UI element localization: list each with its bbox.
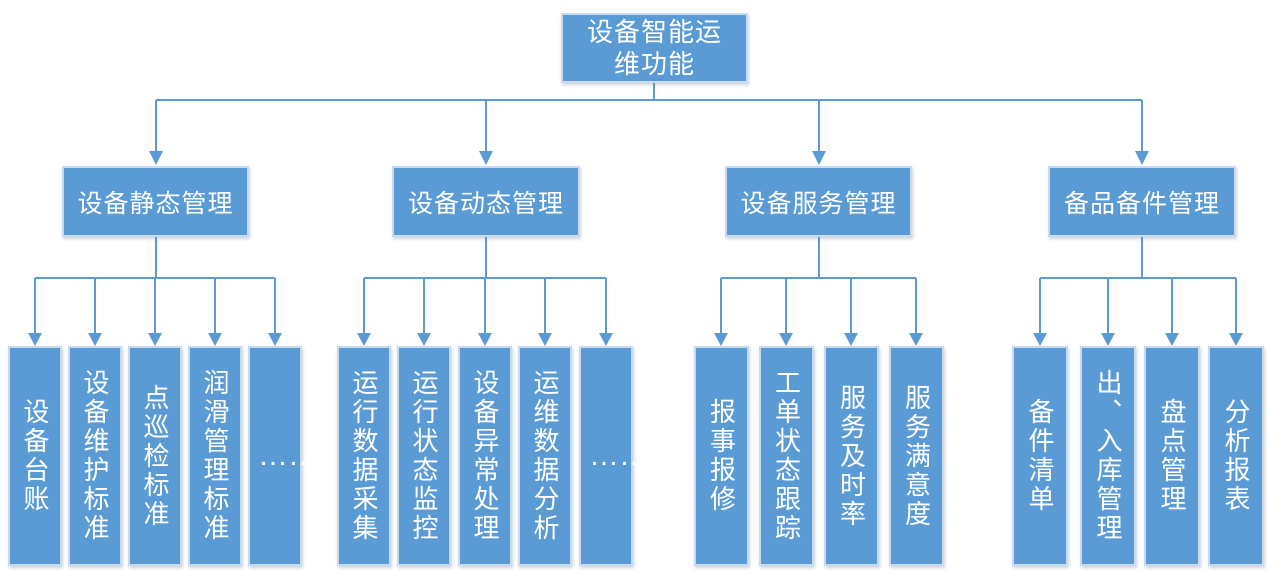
arrowhead-down-icon <box>479 151 493 165</box>
arrowhead-down-icon <box>417 333 431 346</box>
node-leaf-spare-parts-list: 备件清单 <box>1012 346 1068 566</box>
node-leaf-label: 运维数据分析 <box>530 369 560 543</box>
node-branch-label: 设备静态管理 <box>77 189 234 218</box>
node-leaf-inbound-outbound-mgmt: 出、入库管理 <box>1080 346 1136 566</box>
node-leaf-work-order-tracking: 工单状态跟踪 <box>759 346 814 566</box>
node-leaf-label: 运行状态监控 <box>409 369 439 543</box>
arrowhead-down-icon <box>28 333 42 346</box>
node-leaf-label: 备件清单 <box>1025 398 1055 514</box>
connector-root-to-branches <box>149 83 1149 165</box>
arrowhead-down-icon <box>779 333 793 346</box>
arrowhead-down-icon <box>149 151 163 165</box>
node-leaf-incident-repair-report: 报事报修 <box>694 346 749 566</box>
node-leaf-label: 出、入库管理 <box>1093 369 1123 543</box>
node-branch-dynamic-mgmt: 设备动态管理 <box>392 166 580 237</box>
node-branch-static-mgmt: 设备静态管理 <box>62 166 249 237</box>
node-root-label-line2: 维功能 <box>613 49 695 79</box>
node-leaf-equipment-exception-handling: 设备异常处理 <box>458 346 512 566</box>
arrowhead-down-icon <box>812 151 826 165</box>
node-leaf-om-data-analysis: 运维数据分析 <box>518 346 572 566</box>
node-leaf-label: 报事报修 <box>706 398 737 514</box>
node-leaf-label: …… <box>258 438 318 472</box>
node-leaf-label: 点巡检标准 <box>140 383 170 529</box>
arrowhead-down-icon <box>208 333 222 346</box>
node-leaf-label: 设备维护标准 <box>80 369 110 543</box>
node-leaf-label: 工单状态跟踪 <box>771 369 802 543</box>
node-leaf-label: 盘点管理 <box>1157 398 1187 514</box>
node-leaf-maintenance-standard: 设备维护标准 <box>68 346 122 566</box>
arrowhead-down-icon <box>844 333 858 346</box>
connector-branch2-to-leaves <box>357 237 613 346</box>
node-branch-spare-parts-mgmt: 备品备件管理 <box>1048 166 1236 237</box>
node-leaf-label: …… <box>589 438 649 472</box>
arrowhead-down-icon <box>268 333 282 346</box>
node-leaf-label: 运行数据采集 <box>349 369 379 543</box>
node-branch-label: 设备服务管理 <box>740 189 897 218</box>
arrowhead-down-icon <box>538 333 552 346</box>
arrowhead-down-icon <box>599 333 613 346</box>
node-leaf-more-static: …… <box>248 346 318 566</box>
node-branch-service-mgmt: 设备服务管理 <box>725 166 912 237</box>
node-leaf-label: 分析报表 <box>1221 398 1251 514</box>
connector-branch3-to-leaves <box>714 237 923 346</box>
node-branch-label: 设备动态管理 <box>407 189 564 218</box>
connector-branch1-to-leaves <box>28 237 282 346</box>
node-leaf-stocktaking-mgmt: 盘点管理 <box>1144 346 1200 566</box>
node-leaf-lubrication-standard: 润滑管理标准 <box>188 346 242 566</box>
arrowhead-down-icon <box>88 333 102 346</box>
node-leaf-inspection-standard: 点巡检标准 <box>128 346 182 566</box>
arrowhead-down-icon <box>1101 333 1115 346</box>
node-branch-label: 备品备件管理 <box>1063 189 1220 218</box>
arrowhead-down-icon <box>1165 333 1179 346</box>
node-root: 设备智能运维功能 <box>561 13 748 83</box>
arrowhead-down-icon <box>357 333 371 346</box>
node-leaf-label: 设备异常处理 <box>470 369 500 543</box>
node-root-label-line1: 设备智能运 <box>586 16 722 47</box>
node-leaf-label: 润滑管理标准 <box>200 369 230 543</box>
node-leaf-analysis-report: 分析报表 <box>1208 346 1264 566</box>
arrowhead-down-icon <box>1229 333 1243 346</box>
arrowhead-down-icon <box>909 333 923 346</box>
arrowhead-down-icon <box>478 333 492 346</box>
connector-branch4-to-leaves <box>1033 237 1243 346</box>
arrowhead-down-icon <box>1135 151 1149 165</box>
node-leaf-operation-data-collection: 运行数据采集 <box>337 346 391 566</box>
node-leaf-operation-status-monitoring: 运行状态监控 <box>397 346 451 566</box>
arrowhead-down-icon <box>148 333 162 346</box>
arrowhead-down-icon <box>1033 333 1047 346</box>
arrowhead-down-icon <box>714 333 728 346</box>
node-root-label: 设备智能运维功能 <box>587 16 722 81</box>
node-leaf-label: 服务满意度 <box>901 383 932 529</box>
node-leaf-label: 设备台账 <box>20 398 50 514</box>
node-leaf-equipment-ledger: 设备台账 <box>8 346 62 566</box>
node-leaf-service-satisfaction: 服务满意度 <box>889 346 944 566</box>
node-leaf-label: 服务及时率 <box>836 383 867 529</box>
node-leaf-service-timeliness: 服务及时率 <box>824 346 879 566</box>
node-leaf-more-dynamic: …… <box>579 346 649 566</box>
